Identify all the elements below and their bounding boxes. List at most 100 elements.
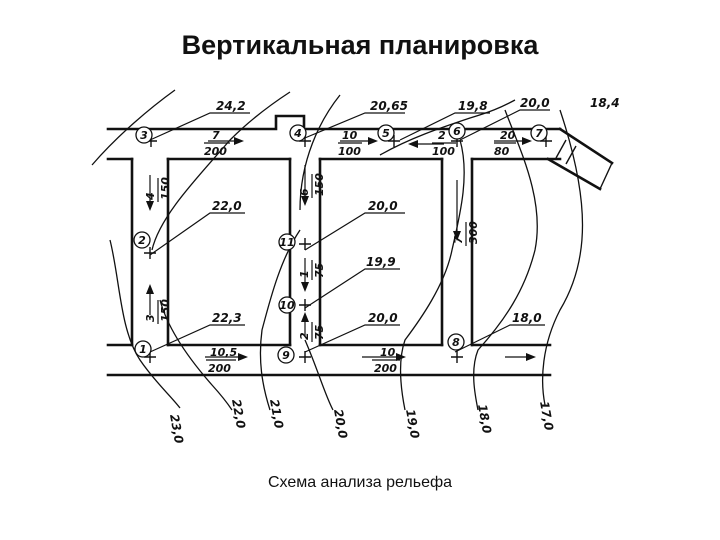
arrow-9-8-head xyxy=(396,353,406,361)
street-lines xyxy=(106,114,614,377)
contour-line-21 xyxy=(299,94,341,211)
slope-2-1: 3 150 xyxy=(144,299,172,324)
point-9: 9 xyxy=(277,346,295,364)
point-1-label: 1 xyxy=(139,343,147,356)
leader-20-0-top xyxy=(459,109,550,141)
point-5-label: 5 xyxy=(382,127,390,140)
exit-road-upper xyxy=(558,127,614,165)
point-7: 7 xyxy=(530,124,548,142)
slope-2-1-bottom: 150 xyxy=(159,299,172,322)
arrow-4-11-head xyxy=(301,196,309,206)
elevation-24-2: 24,2 xyxy=(216,99,246,113)
point-6-label: 6 xyxy=(453,125,461,138)
leader-lines xyxy=(149,109,550,353)
slope-6-5-top: 2 xyxy=(438,129,446,142)
slope-10-9-top: 2 xyxy=(298,332,311,340)
slope-fractions-horizontal: 7 200 10 100 2 100 20 80 10,5 xyxy=(204,129,516,375)
slope-4-11-top: 6 xyxy=(298,188,311,196)
point-11: 11 xyxy=(278,233,296,251)
leader-20-0-mid xyxy=(304,212,405,251)
elevation-19-8: 19,8 xyxy=(458,99,488,113)
slope-9-8-bottom: 200 xyxy=(374,362,397,375)
contour-label-22: 22,0 xyxy=(229,398,248,430)
slope-7-6-top: 20 xyxy=(500,129,516,142)
arrow-1-2-head xyxy=(146,284,154,294)
point-crosses xyxy=(144,135,552,363)
contour-label-19: 19,0 xyxy=(403,408,422,440)
elevation-18-4: 18,4 xyxy=(590,96,620,110)
slope-2-1-top: 3 xyxy=(144,314,157,322)
slope-6-8-bottom: 300 xyxy=(467,221,480,244)
exit-road-hatch1 xyxy=(555,139,567,159)
slope-6-5: 2 100 xyxy=(432,129,456,158)
figure-caption: Схема анализа рельефа xyxy=(267,474,453,491)
point-8-label: 8 xyxy=(452,336,460,349)
slope-6-8: 7 300 xyxy=(452,221,480,246)
contour-line-19 xyxy=(399,139,465,411)
slope-4-5-top: 10 xyxy=(342,129,358,142)
slope-4-5: 10 100 xyxy=(338,129,362,158)
point-8: 8 xyxy=(447,333,465,351)
slope-7-6: 20 80 xyxy=(494,129,516,158)
slope-11-10-top: 1 xyxy=(298,270,311,278)
point-4: 4 xyxy=(289,124,307,142)
point-10-label: 10 xyxy=(279,299,295,312)
slope-10-9-bottom: 75 xyxy=(313,324,326,340)
elevation-20-65: 20,65 xyxy=(370,99,408,113)
arrow-6-8-head xyxy=(453,231,461,241)
point-2: 2 xyxy=(133,231,151,249)
contour-label-23: 23,0 xyxy=(167,413,186,445)
point-2-label: 2 xyxy=(138,234,146,247)
contour-label-21: 21,0 xyxy=(267,398,286,430)
slope-11-10: 1 75 xyxy=(298,260,326,280)
point-7-label: 7 xyxy=(535,127,543,140)
leader-24-2 xyxy=(149,112,250,141)
elevation-20-0-top: 20,0 xyxy=(520,96,550,110)
point-9-label: 9 xyxy=(282,349,290,362)
contour-label-20: 20,0 xyxy=(331,408,350,440)
slope-3-7-top: 7 xyxy=(212,129,220,142)
slide-title: Вертикальная планировка xyxy=(181,30,539,60)
contour-line-21b xyxy=(259,229,301,411)
point-10: 10 xyxy=(278,296,296,314)
cross-10 xyxy=(299,299,311,311)
contour-line-22 xyxy=(151,91,291,251)
arrow-11-10-head xyxy=(301,282,309,292)
point-3: 3 xyxy=(135,126,153,144)
elevation-19-9: 19,9 xyxy=(366,255,396,269)
contour-label-17: 17,0 xyxy=(537,400,556,432)
flow-arrows xyxy=(146,137,536,361)
slope-11-10-bottom: 75 xyxy=(313,262,326,278)
slope-9-8: 10 200 xyxy=(372,346,400,375)
arrow-9-10-head xyxy=(301,312,309,322)
cross-2 xyxy=(144,247,156,259)
point-5: 5 xyxy=(377,124,395,142)
slope-7-6-bottom: 80 xyxy=(494,145,510,158)
elevation-20-0-mid: 20,0 xyxy=(368,199,398,213)
slope-3-2-bottom: 150 xyxy=(159,177,172,200)
point-markers: 3 4 5 6 7 2 11 10 1 9 8 xyxy=(133,122,548,364)
slope-3-2: 4 150 xyxy=(144,177,172,202)
leader-19-9 xyxy=(304,268,400,309)
slope-6-5-bottom: 100 xyxy=(432,145,455,158)
arrow-7-exit-head xyxy=(522,137,532,145)
slope-9-8-top: 10 xyxy=(380,346,396,359)
arrow-4-5-head xyxy=(368,137,378,145)
slope-3-7: 7 200 xyxy=(204,129,230,158)
leader-20-65 xyxy=(299,112,405,141)
top-street-upper-edge xyxy=(106,114,562,131)
point-11-label: 11 xyxy=(279,236,294,249)
elevation-labels: 24,2 20,65 19,8 20,0 18,4 22,0 20,0 19,9… xyxy=(212,96,620,325)
arrow-3-7-head xyxy=(234,137,244,145)
contour-line-18 xyxy=(473,109,538,411)
elevation-20-0-low: 20,0 xyxy=(368,311,398,325)
contour-labels: 23,0 22,0 21,0 20,0 19,0 18,0 17,0 xyxy=(167,398,556,445)
slope-4-11-bottom: 150 xyxy=(313,173,326,196)
contour-label-18: 18,0 xyxy=(475,403,494,435)
exit-road-lower xyxy=(546,157,602,191)
slope-10-9: 2 75 xyxy=(298,322,326,342)
leader-22-0 xyxy=(149,212,245,256)
leader-20-0-low xyxy=(304,324,400,353)
